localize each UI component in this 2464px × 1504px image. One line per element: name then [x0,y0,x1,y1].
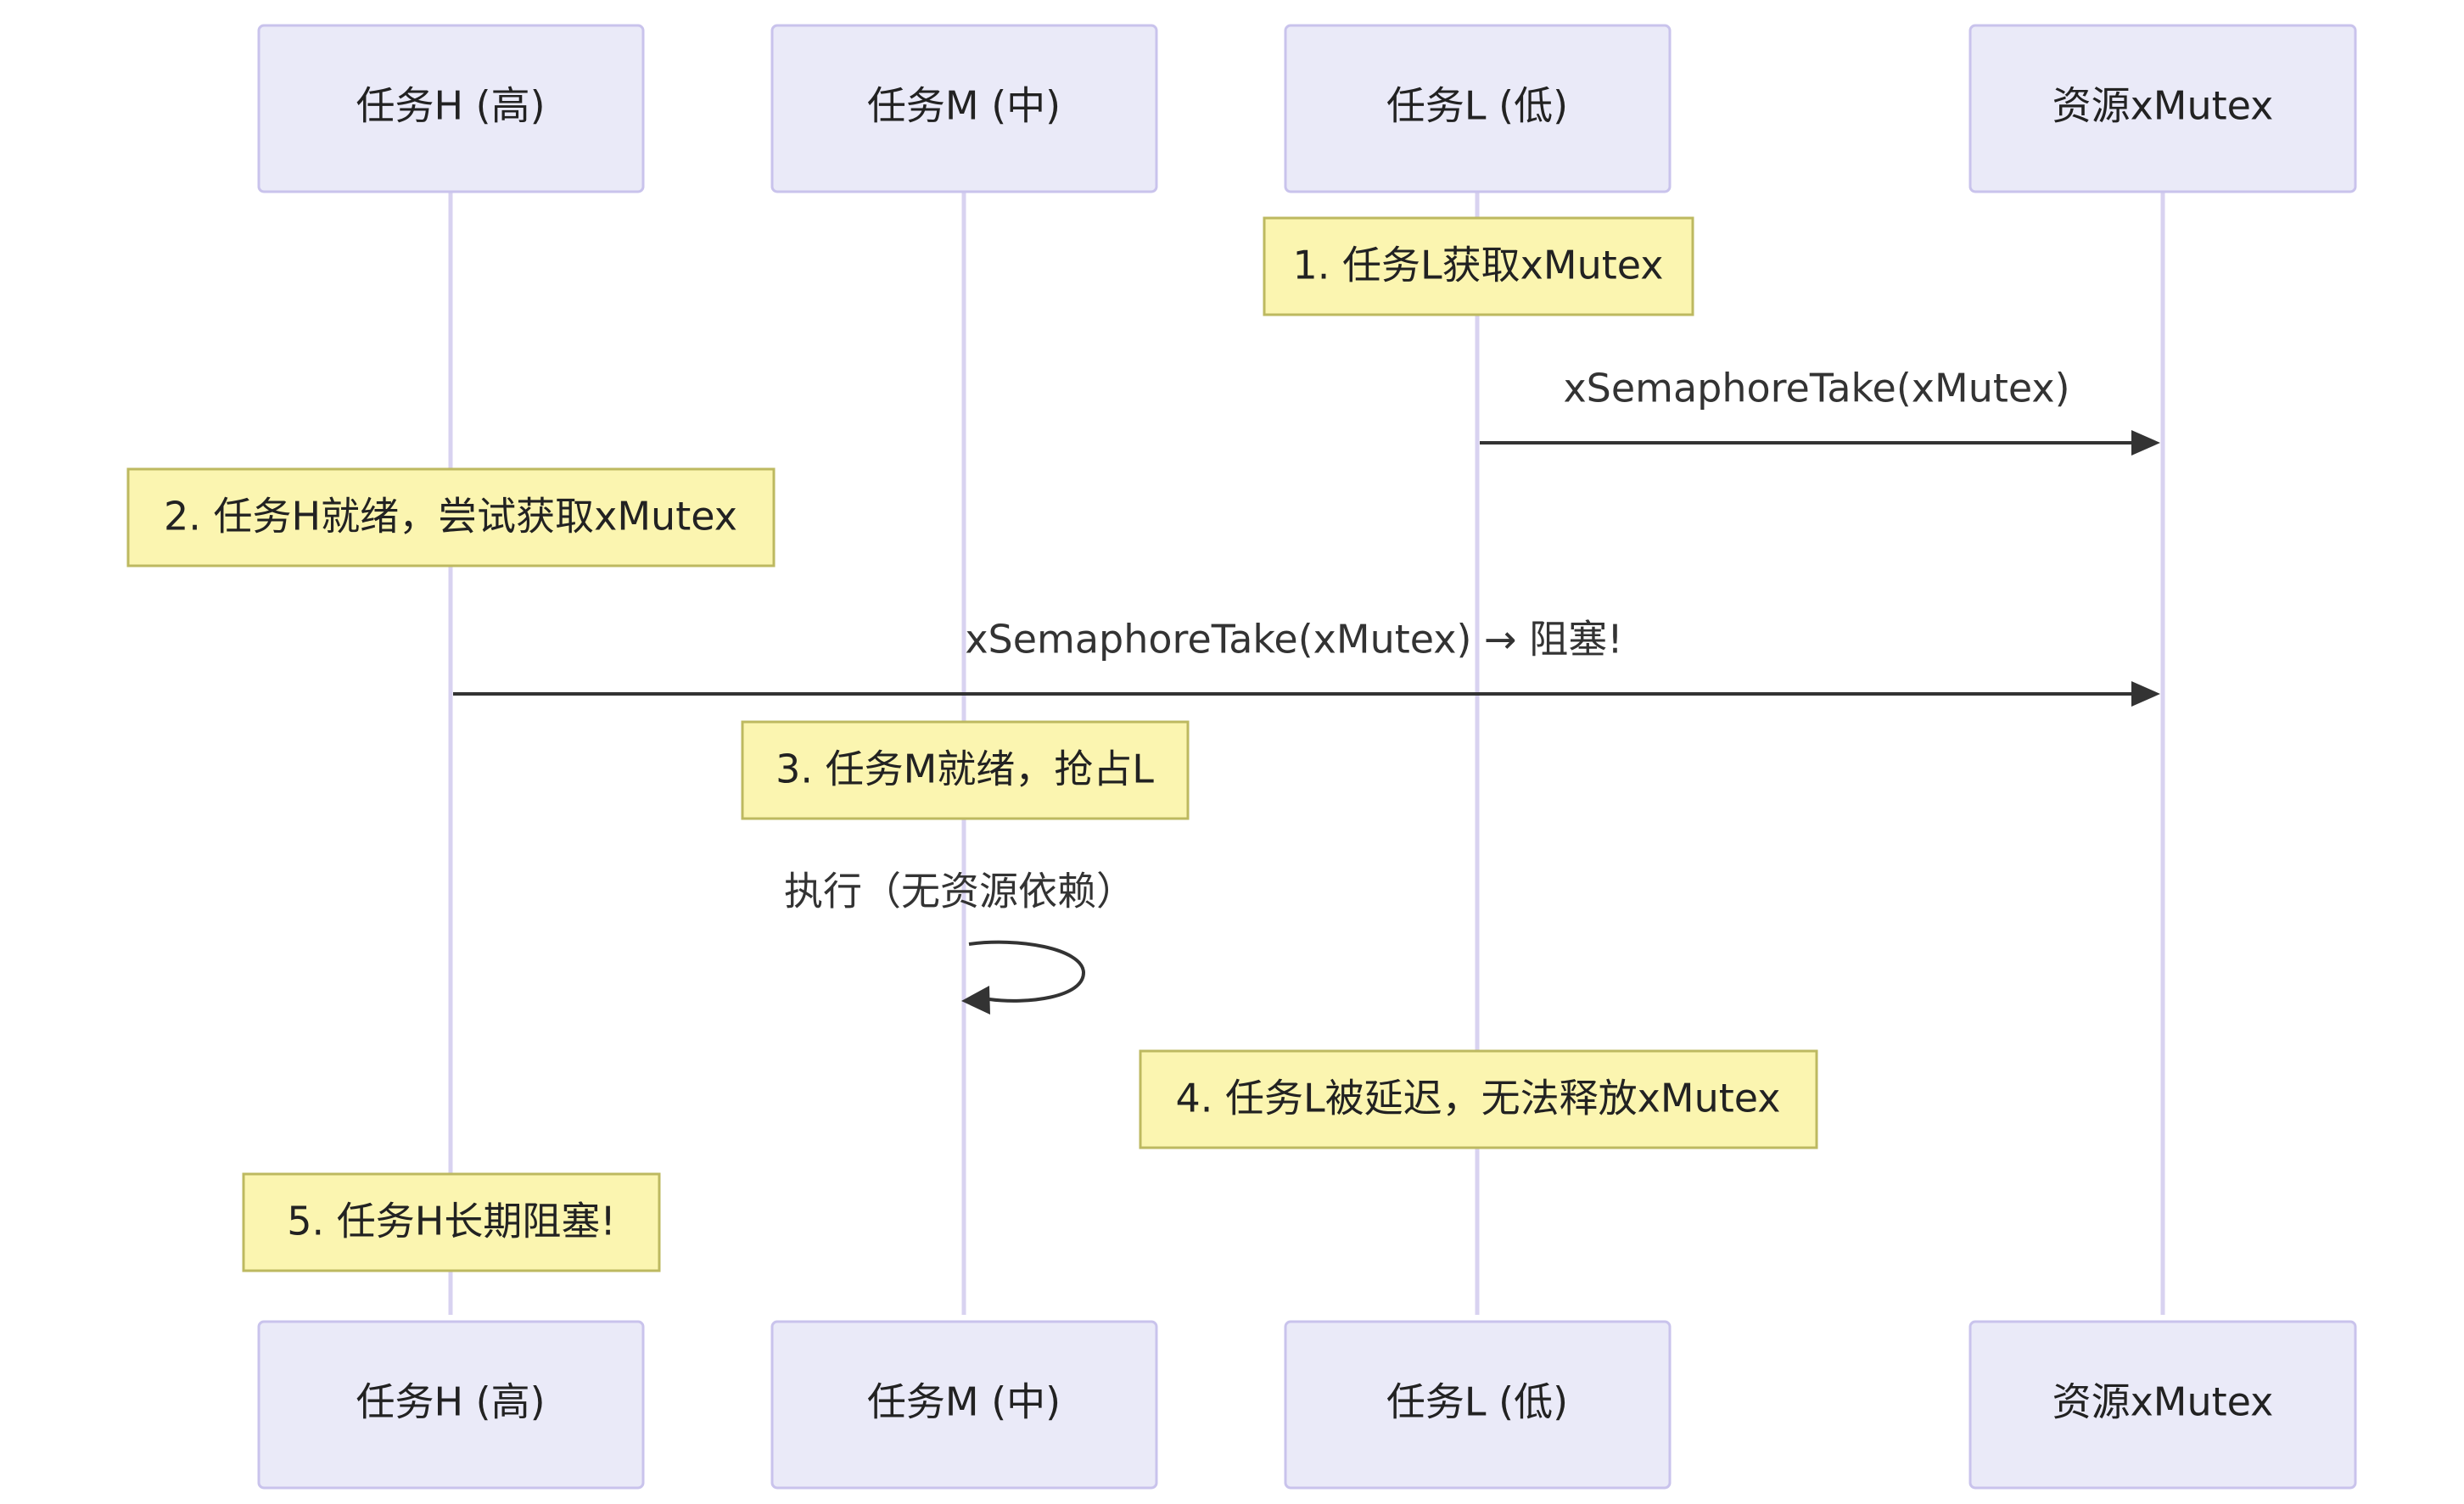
message-3-loop-path [968,940,1086,1003]
actor-task-m-bottom: 任务M (中) [770,1320,1158,1490]
actor-task-h-top: 任务H (高) [257,24,645,193]
actor-task-m-label: 任务M (中) [867,83,1061,129]
actor-task-h-bottom: 任务H (高) [257,1320,645,1490]
actor-task-l-label: 任务L (低) [1386,83,1568,129]
message-l-take-mutex: xSemaphoreTake(xMutex) [1480,366,2160,456]
actor-task-h-label: 任务H (高) [356,83,545,129]
actor-mutex-bottom: 资源xMutex [1968,1320,2357,1490]
message-3-label: 执行（无资源依赖） [784,869,1135,914]
actor-task-l-bottom: 任务L (低) [1284,1320,1672,1490]
note-2-text: 2. 任务H就绪，尝试获取xMutex [164,494,737,540]
actor-task-l-bottom-label: 任务L (低) [1386,1379,1568,1425]
note-4: 4. 任务L被延迟，无法释放xMutex [1139,1049,1818,1149]
note-2: 2. 任务H就绪，尝试获取xMutex [126,467,776,567]
note-5-text: 5. 任务H长期阻塞! [287,1199,616,1244]
message-h-take-mutex: xSemaphoreTake(xMutex) → 阻塞! [453,617,2160,707]
actor-mutex-label: 资源xMutex [2052,83,2274,129]
note-5: 5. 任务H长期阻塞! [242,1172,661,1272]
message-2-arrowhead [2131,681,2160,707]
note-3: 3. 任务M就绪，抢占L [741,720,1190,820]
actor-mutex-bottom-label: 资源xMutex [2052,1379,2274,1425]
message-2-label: xSemaphoreTake(xMutex) → 阻塞! [965,617,1622,663]
actor-task-m-top: 任务M (中) [770,24,1158,193]
actor-task-m-bottom-label: 任务M (中) [867,1379,1061,1425]
message-1-arrowhead [2131,430,2160,456]
note-4-text: 4. 任务L被延迟，无法释放xMutex [1176,1076,1781,1121]
message-1-label: xSemaphoreTake(xMutex) [1563,366,2069,411]
note-1: 1. 任务L获取xMutex [1263,216,1694,316]
actor-task-l-top: 任务L (低) [1284,24,1672,193]
message-3-arrowhead [961,986,990,1015]
actor-mutex-top: 资源xMutex [1968,24,2357,193]
actor-task-h-bottom-label: 任务H (高) [356,1379,545,1425]
note-3-text: 3. 任务M就绪，抢占L [776,746,1154,792]
note-1-text: 1. 任务L获取xMutex [1293,243,1664,288]
message-m-self-execute: 执行（无资源依赖） [784,869,1135,1015]
